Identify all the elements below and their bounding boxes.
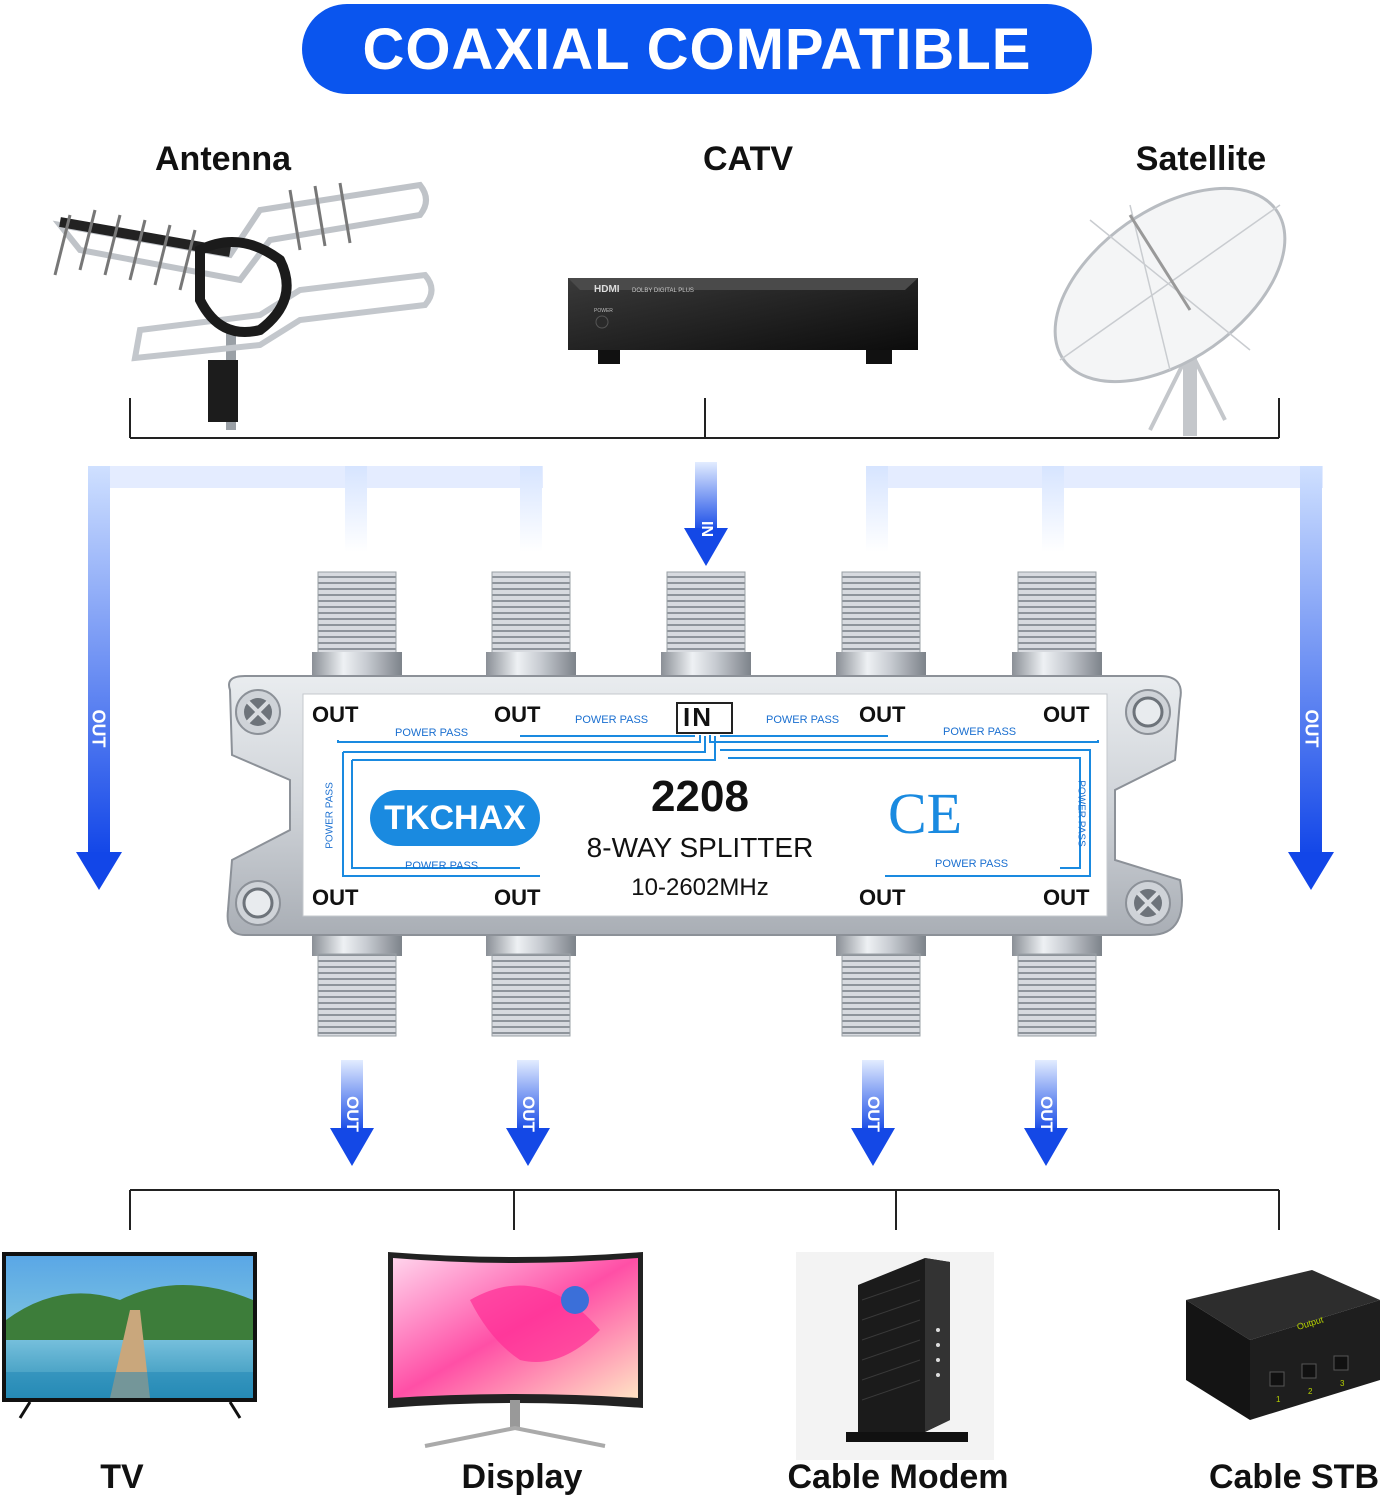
tv-icon bbox=[2, 1252, 257, 1419]
top-bracket bbox=[129, 398, 1280, 439]
frequency-range: 10-2602MHz bbox=[631, 874, 769, 901]
display-icon bbox=[388, 1252, 643, 1448]
left-out-arrow bbox=[76, 466, 543, 890]
top-connectors bbox=[312, 571, 1102, 678]
power-pass-5: POWER PASS bbox=[405, 860, 479, 872]
power-pass-1: POWER PASS bbox=[395, 727, 469, 739]
title-banner: COAXIAL COMPATIBLE bbox=[302, 4, 1092, 94]
bottom-bracket bbox=[129, 1189, 1280, 1230]
power-pass-3: POWER PASS bbox=[766, 714, 840, 726]
device-label-cable-modem: Cable Modem bbox=[787, 1458, 1009, 1496]
banner-title: COAXIAL COMPATIBLE bbox=[362, 16, 1032, 82]
device-label-tv: TV bbox=[100, 1458, 144, 1496]
stb-port-2: 2 bbox=[1308, 1387, 1313, 1396]
splitter-name: 8-WAY SPLITTER bbox=[586, 832, 814, 863]
antenna-icon bbox=[52, 181, 435, 430]
in-arrow bbox=[684, 462, 728, 566]
catv-power-text: POWER bbox=[594, 308, 613, 314]
bottom-out-label-1: OUT bbox=[343, 1096, 362, 1132]
port-out-bottom-1: OUT bbox=[312, 885, 359, 910]
power-pass-8: POWER PASS bbox=[1075, 780, 1087, 847]
port-out-top-3: OUT bbox=[859, 702, 906, 727]
bottom-out-label-2: OUT bbox=[519, 1096, 538, 1132]
port-out-bottom-3: OUT bbox=[859, 885, 906, 910]
satellite-dish-icon bbox=[1053, 186, 1287, 436]
cable-modem-icon bbox=[796, 1252, 994, 1460]
ce-mark: CE bbox=[887, 781, 963, 846]
power-pass-4: POWER PASS bbox=[943, 726, 1017, 738]
port-out-top-2: OUT bbox=[494, 702, 541, 727]
brand-logo: TKCHAX bbox=[384, 799, 526, 837]
splitter-body bbox=[226, 675, 1183, 936]
left-out-arrow-label: OUT bbox=[88, 709, 109, 748]
catv-dolby-text: DOLBY DIGITAL PLUS bbox=[632, 288, 694, 294]
bottom-out-arrows bbox=[330, 1060, 1068, 1166]
power-pass-2: POWER PASS bbox=[575, 714, 649, 726]
catv-hdmi-text: HDMI bbox=[594, 284, 620, 295]
bottom-connectors bbox=[312, 930, 1102, 1037]
port-out-top-1: OUT bbox=[312, 702, 359, 727]
stb-port-1: 1 bbox=[1276, 1395, 1281, 1404]
port-out-top-4: OUT bbox=[1043, 702, 1090, 727]
cable-stb-icon: Output 1 2 3 bbox=[1186, 1270, 1380, 1420]
right-out-arrow-label: OUT bbox=[1301, 709, 1322, 748]
source-label-satellite: Satellite bbox=[1135, 140, 1267, 178]
source-label-catv: CATV bbox=[702, 140, 794, 178]
in-arrow-label: IN bbox=[698, 521, 715, 537]
bottom-out-label-3: OUT bbox=[864, 1096, 883, 1132]
source-label-antenna: Antenna bbox=[155, 140, 291, 178]
device-label-cable-stb: Cable STB bbox=[1208, 1458, 1380, 1496]
model-number: 2208 bbox=[651, 772, 749, 821]
power-pass-7: POWER PASS bbox=[324, 782, 336, 849]
port-out-bottom-2: OUT bbox=[494, 885, 541, 910]
bottom-out-label-4: OUT bbox=[1037, 1096, 1056, 1132]
catv-box-icon: HDMI DOLBY DIGITAL PLUS POWER bbox=[568, 278, 918, 364]
device-label-display: Display bbox=[461, 1458, 583, 1496]
stb-port-3: 3 bbox=[1340, 1379, 1345, 1388]
right-out-arrow bbox=[866, 466, 1334, 890]
port-in-label: IN bbox=[683, 702, 713, 732]
port-out-bottom-4: OUT bbox=[1043, 885, 1090, 910]
power-pass-6: POWER PASS bbox=[935, 858, 1009, 870]
